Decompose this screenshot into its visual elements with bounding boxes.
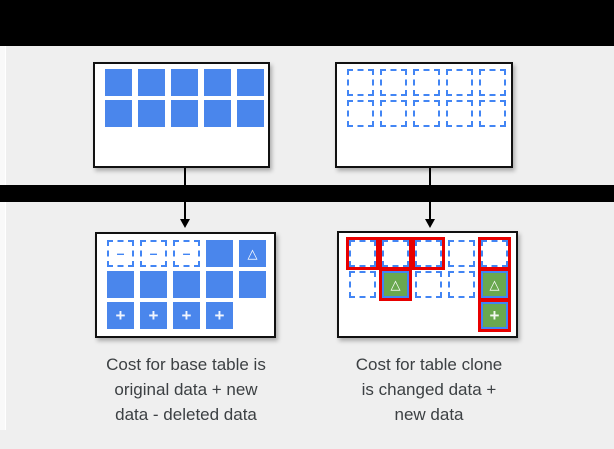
original-data-cell (171, 100, 198, 127)
shared-data-cell (448, 240, 475, 267)
plus-icon: + (181, 306, 192, 325)
shared-data-cell (448, 271, 475, 298)
top-black-bar (0, 0, 614, 46)
middle-black-bar (0, 185, 614, 202)
original-data-cell (173, 271, 200, 298)
original-data-cell (237, 100, 264, 127)
new-data-cell-billed: + (478, 299, 511, 332)
table-row: △△ (349, 268, 516, 301)
shared-data-cell (349, 271, 376, 298)
table-clone-original-box (335, 62, 513, 168)
table-row (107, 271, 274, 298)
original-data-cell (105, 69, 132, 96)
shared-data-cell (347, 69, 374, 96)
caption-line: Cost for base table is (106, 355, 266, 374)
changed-data-cell-billed: △ (379, 268, 412, 301)
shared-data-cell (413, 69, 440, 96)
plus-icon: + (214, 306, 225, 325)
deleted-data-cell: – (107, 240, 134, 267)
table-row: + + + + (107, 302, 274, 329)
deleted-data-cell: – (140, 240, 167, 267)
table-row (105, 100, 268, 127)
plus-icon: + (115, 306, 126, 325)
deleted-data-cell: – (173, 240, 200, 267)
caption-line: new data (394, 405, 464, 424)
new-data-cell: + (140, 302, 167, 329)
original-data-cell (171, 69, 198, 96)
new-data-cell: + (107, 302, 134, 329)
base-table-original-box (93, 62, 270, 168)
shared-data-cell (347, 100, 374, 127)
original-data-cell (105, 100, 132, 127)
new-data-cell: + (173, 302, 200, 329)
caption-line: Cost for table clone (355, 355, 503, 374)
original-data-cell (237, 69, 264, 96)
left-edge-highlight (0, 46, 6, 430)
shared-data-cell (380, 100, 407, 127)
original-data-cell (206, 271, 233, 298)
triangle-icon: △ (247, 246, 258, 261)
original-data-cell (107, 271, 134, 298)
original-data-cell (138, 100, 165, 127)
triangle-icon: △ (489, 277, 500, 292)
triangle-icon: △ (390, 277, 401, 292)
table-clone-after-box: △△+ (337, 231, 518, 338)
new-data-cell: + (206, 302, 233, 329)
caption-line: data - deleted data (115, 405, 257, 424)
changed-data-cell: △ (239, 240, 266, 267)
table-row (347, 69, 511, 96)
original-data-cell (204, 69, 231, 96)
shared-data-cell (446, 100, 473, 127)
shared-data-cell (413, 100, 440, 127)
shared-data-cell (415, 271, 442, 298)
table-row (346, 237, 516, 270)
original-data-cell (138, 69, 165, 96)
minus-icon: – (116, 244, 125, 261)
base-table-after-box: – – – △ + + + + (95, 232, 276, 338)
caption-line: is changed data + (361, 380, 497, 399)
table-row (105, 69, 268, 96)
table-clone-cost-caption: Cost for table clone is changed data + n… (319, 352, 539, 427)
original-data-cell (204, 100, 231, 127)
caption-line: original data + new (114, 380, 258, 399)
original-data-cell (239, 271, 266, 298)
base-table-cost-caption: Cost for base table is original data + n… (76, 352, 296, 427)
plus-icon: + (148, 306, 159, 325)
shared-data-cell-billed (346, 237, 379, 270)
shared-data-cell (479, 100, 506, 127)
table-row: – – – △ (107, 240, 274, 267)
shared-data-cell (479, 69, 506, 96)
minus-icon: – (182, 244, 191, 261)
table-row (347, 100, 511, 127)
shared-data-cell-billed (412, 237, 445, 270)
shared-data-cell-billed (478, 237, 511, 270)
table-row: + (349, 299, 516, 332)
changed-data-cell-billed: △ (478, 268, 511, 301)
original-data-cell (206, 240, 233, 267)
plus-icon: + (489, 306, 500, 325)
shared-data-cell-billed (379, 237, 412, 270)
shared-data-cell (380, 69, 407, 96)
minus-icon: – (149, 244, 158, 261)
original-data-cell (140, 271, 167, 298)
shared-data-cell (446, 69, 473, 96)
